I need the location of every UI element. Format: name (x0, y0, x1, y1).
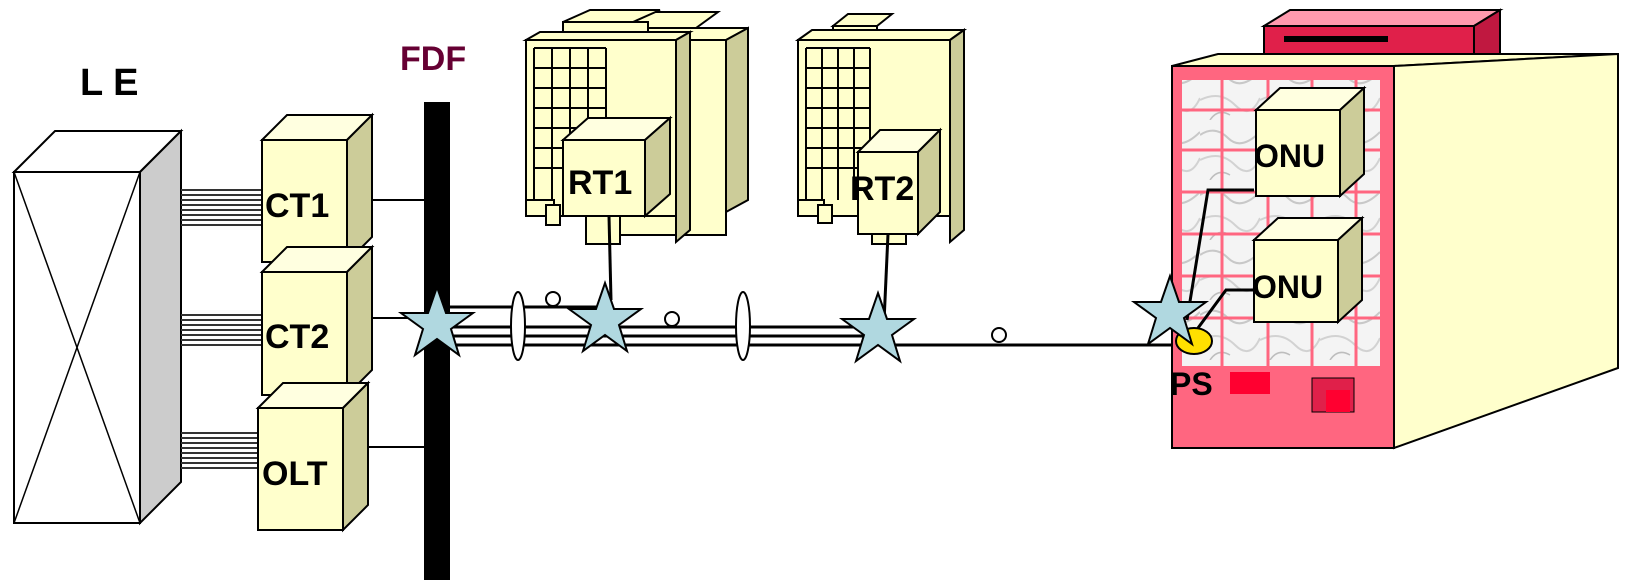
local-exchange: L E (11, 62, 184, 526)
onu-bottom-label: ONU (1252, 269, 1323, 305)
le-label: L E (80, 62, 138, 104)
onu-top-label: ONU (1254, 138, 1325, 174)
rt2-label: RT2 (850, 170, 914, 208)
onu-bottom-box: ONU (1251, 215, 1365, 325)
rt2-building: RT2 (794, 13, 968, 323)
splice-star-icon (838, 289, 918, 364)
splice-star-icon (397, 283, 477, 358)
splice-star-icon (565, 279, 645, 354)
ct1-box: CT1 (259, 112, 375, 265)
customer-building (1171, 8, 1619, 450)
rt1-label: RT1 (568, 164, 632, 202)
cable-ring-icon (510, 291, 526, 361)
wire-bundle-ct2 (181, 314, 262, 346)
onu-drop-wires (1185, 188, 1254, 329)
cable-marker-icon (991, 327, 1007, 343)
wire-bundle-ct1 (181, 189, 262, 226)
ct2-box: CT2 (259, 244, 375, 398)
splice-star-icon (1130, 272, 1210, 347)
rt1-building: RT1 (522, 9, 749, 301)
splice-points (397, 272, 1210, 364)
ct2-label: CT2 (265, 318, 329, 356)
onu-top-box: ONU (1253, 85, 1367, 199)
ct1-label: CT1 (265, 187, 329, 225)
fdf-label: FDF (400, 40, 466, 78)
olt-label: OLT (262, 455, 328, 493)
cable-ring-icon (735, 291, 751, 361)
fiber-cables (437, 305, 1180, 347)
cable-marker-icon (545, 291, 561, 307)
olt-box: OLT (255, 380, 371, 533)
cable-rings (510, 291, 1007, 361)
cable-marker-icon (664, 311, 680, 327)
ps-label: PS (1170, 366, 1213, 402)
wire-bundle-olt (181, 432, 262, 469)
